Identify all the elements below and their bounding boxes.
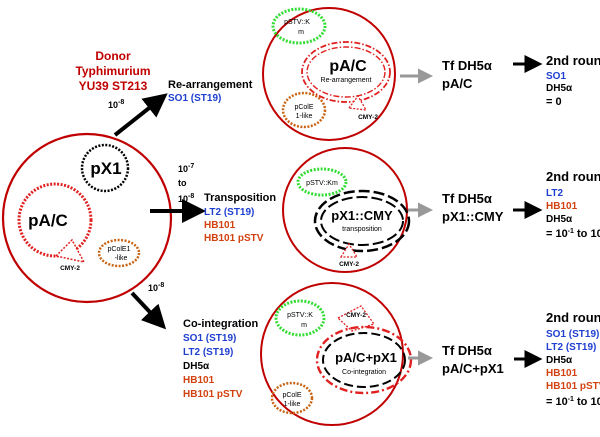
- cointegration-result: = 10-1 to 10-8: [546, 396, 600, 408]
- rearrangement-second-round-item-0: SO1: [546, 71, 566, 82]
- pac-plasmid-circle: [17, 182, 93, 258]
- cointegration-recipient-2: DH5α: [183, 361, 210, 372]
- cointegration-recipient-1: LT2 (ST19): [183, 347, 233, 358]
- rearrangement-title: Re-arrangement: [168, 79, 253, 91]
- rearrangement-pcole1-line1: pColE: [294, 104, 313, 111]
- transposition-second-round-item-0: LT2: [546, 188, 563, 199]
- rearrangement-pcole1-ellipse: [281, 91, 327, 129]
- freq-transposition-to: to: [178, 178, 187, 188]
- cmy2-gene-triangle: [54, 238, 86, 264]
- rearrangement-pac-label: pA/C: [329, 58, 367, 75]
- frequency-labels: 10-8 10-7 to 10-8 10-8: [108, 99, 194, 293]
- rearrangement-branch: Re-arrangement SO1 (ST19) pSTV::K m pA/C…: [168, 7, 600, 141]
- rearrangement-cell-membrane: [262, 7, 396, 141]
- transposition-px1-outer: [313, 189, 411, 253]
- freq-rearrangement: 10-8: [108, 99, 124, 110]
- cointegration-cmy2-label: CMY-2: [346, 312, 366, 319]
- cointegration-tf-line2: pA/C+pX1: [442, 361, 504, 376]
- rearrangement-tf-line2: pA/C: [442, 76, 473, 91]
- rearrangement-cmy2-label: CMY-2: [358, 114, 378, 121]
- transposition-px1-label: pX1::CMY: [331, 208, 393, 223]
- donor-label: Donor Typhimurium YU39 ST213: [75, 49, 150, 93]
- cointegration-branch: Co-integration SO1 (ST19) LT2 (ST19) DH5…: [183, 282, 600, 426]
- branch-arrows: [113, 93, 206, 330]
- cointegration-second-round-item-1: LT2 (ST19): [546, 342, 596, 353]
- cointegration-pcole1-line1: pColE: [282, 392, 301, 399]
- rearrangement-pcole1-line2: 1-like: [296, 113, 313, 120]
- transposition-cmy2-triangle: [339, 242, 359, 258]
- cointegration-cmy2-shape: [336, 305, 376, 332]
- freq-cointegration: 10-8: [148, 282, 164, 293]
- cointegration-second-round: 2nd round: [546, 310, 600, 325]
- rearrangement-cmy2-triangle: [347, 94, 368, 111]
- transposition-second-round-item-1: HB101: [546, 201, 578, 212]
- transposition-pstv-label: pSTV::Km: [306, 180, 338, 187]
- cointegration-recipient-4: HB101 pSTV: [183, 389, 243, 400]
- px1-plasmid-circle: [80, 143, 130, 193]
- cointegration-recipient-0: SO1 (ST19): [183, 333, 236, 344]
- rearrangement-result: = 0: [546, 96, 562, 108]
- transposition-second-round-item-2: DH5α: [546, 214, 573, 225]
- cointegration-second-round-item-2: DH5α: [546, 355, 573, 366]
- freq-transposition-a: 10-7: [178, 163, 194, 174]
- cointegration-pcole1-ellipse: [270, 381, 314, 415]
- cointegration-pcole1-line2: 1-like: [284, 401, 301, 408]
- rearrangement-second-round: 2nd round: [546, 53, 600, 68]
- transposition-second-round: 2nd round: [546, 169, 600, 184]
- transposition-recipient-0: LT2 (ST19): [204, 207, 254, 218]
- rearrangement-pstv-line2: m: [298, 29, 304, 36]
- cointegration-second-round-item-4: HB101 pSTV: [546, 381, 600, 392]
- px1-label: pX1: [90, 159, 121, 178]
- cointegration-plasmid-inner: [322, 332, 406, 388]
- pcole1-label-line1: pColE1: [108, 246, 131, 253]
- freq-transposition-b: 10-8: [178, 193, 194, 204]
- transposition-px1-inner: [320, 196, 404, 246]
- transposition-branch: Transposition LT2 (ST19) HB101 HB101 pST…: [204, 147, 600, 273]
- cointegration-pstv-line1: pSTV::K: [287, 312, 313, 319]
- rearrangement-recipient-0: SO1 (ST19): [168, 93, 221, 104]
- cointegration-title: Co-integration: [183, 318, 258, 330]
- rearrangement-second-round-item-1: DH5α: [546, 83, 573, 94]
- rearrangement-pstv-ellipse: [271, 7, 327, 45]
- source-cell-membrane: [1, 132, 173, 304]
- rearrangement-pstv-line1: pSTV::K: [284, 19, 310, 26]
- cointegration-pstv-ellipse: [274, 299, 326, 337]
- transposition-title: Transposition: [204, 192, 276, 204]
- donor-strain: YU39 ST213: [79, 79, 148, 93]
- transposition-recipient-2: HB101 pSTV: [204, 233, 264, 244]
- cointegration-recipient-3: HB101: [183, 375, 215, 386]
- cointegration-second-round-item-3: HB101: [546, 368, 578, 379]
- cointegration-plasmid-sublabel: Co-integration: [342, 369, 386, 376]
- rearrangement-tf-line1: Tf DH5α: [442, 58, 492, 73]
- pac-label: pA/C: [28, 211, 68, 230]
- rearrangement-pac-sublabel: Re-arrangement: [321, 77, 372, 84]
- cointegration-plasmid-outer: [315, 325, 413, 395]
- transposition-recipient-1: HB101: [204, 220, 236, 231]
- cointegration-plasmid-label: pA/C+pX1: [335, 350, 397, 365]
- pcole1-plasmid-ellipse: [97, 238, 141, 268]
- cointegration-pstv-line2: m: [301, 322, 307, 329]
- source-cell: pX1 pA/C CMY-2 pColE1 -like: [1, 132, 173, 304]
- rearrangement-pac-outer: [301, 41, 391, 103]
- transposition-pstv-ellipse: [296, 167, 348, 197]
- cmy2-label: CMY-2: [60, 265, 80, 272]
- arrow-to-cointegration: [130, 291, 167, 330]
- transposition-result: = 10-1 to 10-5: [546, 228, 600, 240]
- transposition-px1-sublabel: transposition: [342, 226, 382, 233]
- cointegration-tf-line1: Tf DH5α: [442, 343, 492, 358]
- transposition-tf-line1: Tf DH5α: [442, 191, 492, 206]
- arrow-to-rearrangement: [113, 93, 168, 137]
- donor-title: Donor: [95, 49, 131, 63]
- cointegration-second-round-item-0: SO1 (ST19): [546, 329, 599, 340]
- transposition-tf-line2: pX1::CMY: [442, 209, 504, 224]
- donor-species: Typhimurium: [75, 64, 150, 78]
- transposition-cmy2-label: CMY-2: [339, 261, 359, 268]
- rearrangement-pac-inner: [306, 46, 386, 98]
- pcole1-label-line2: -like: [115, 255, 128, 262]
